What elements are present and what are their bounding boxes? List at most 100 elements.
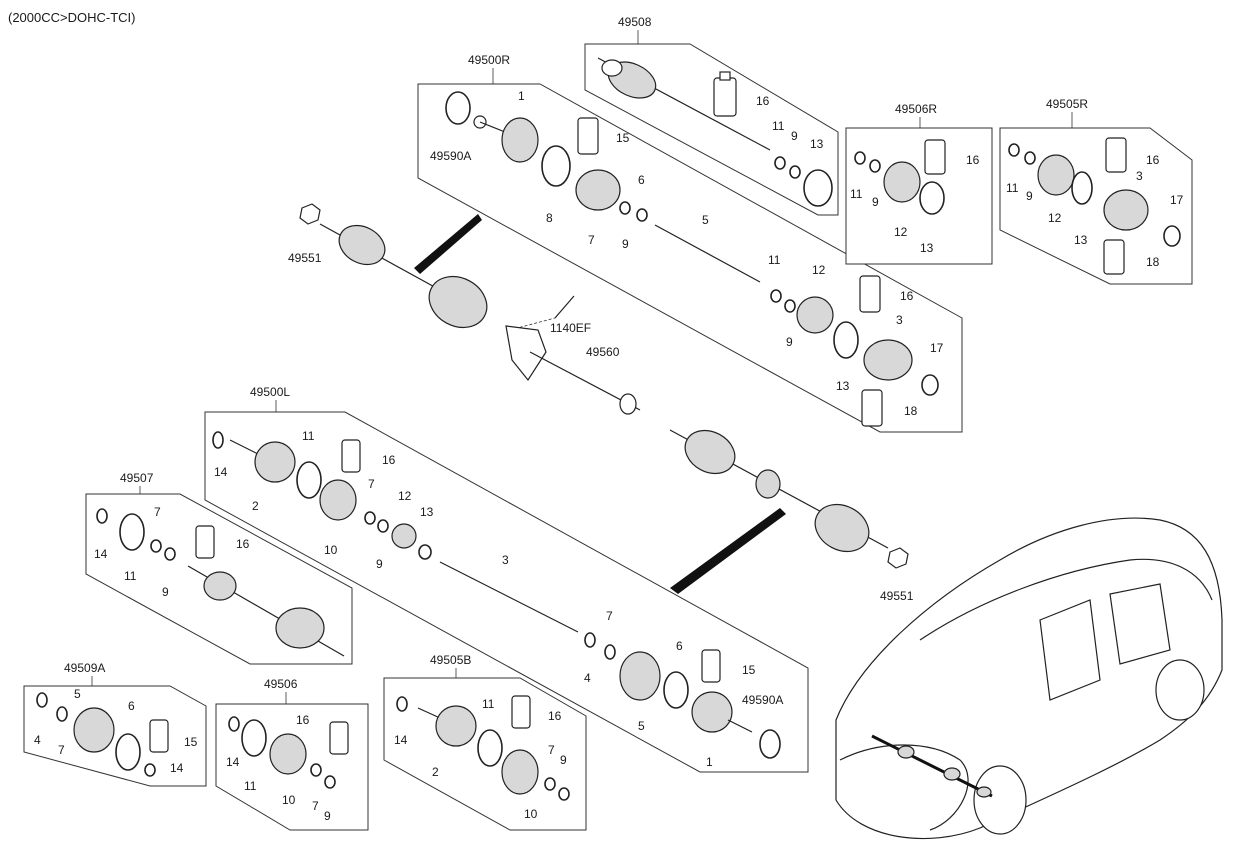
group-label-49506R: 49506R — [895, 102, 937, 116]
callout-5: 5 — [702, 213, 709, 227]
callout-6c: 6 — [128, 699, 135, 713]
callout-10b: 10 — [282, 793, 296, 807]
callout-11d: 11 — [1006, 181, 1019, 195]
callout-11b: 11 — [768, 253, 781, 267]
callout-9h: 9 — [324, 809, 331, 823]
callout-13e: 13 — [420, 505, 434, 519]
callout-1: 1 — [518, 89, 525, 103]
callout-7c: 7 — [606, 609, 613, 623]
group-label-49500R: 49500R — [468, 53, 510, 67]
callout-10: 10 — [324, 543, 338, 557]
callout-3: 3 — [896, 313, 903, 327]
callout-17: 17 — [930, 341, 944, 355]
callout-12: 12 — [812, 263, 826, 277]
callout-13c: 13 — [920, 241, 934, 255]
callout-16e: 16 — [382, 453, 396, 467]
group-label-49505B: 49505B — [430, 653, 471, 667]
group-label-49500L: 49500L — [250, 385, 290, 399]
callout-49590A-top: 49590A — [430, 149, 471, 163]
callout-11f: 11 — [124, 569, 137, 583]
group-label-49509A: 49509A — [64, 661, 105, 675]
callout-49551-left: 49551 — [288, 251, 322, 265]
group-label-49505R: 49505R — [1046, 97, 1088, 111]
callout-13b: 13 — [836, 379, 850, 393]
right-driveshaft-assembly[interactable]: 49551 — [288, 203, 496, 337]
callout-9c: 9 — [786, 335, 793, 349]
callout-9e: 9 — [1026, 189, 1033, 203]
callout-49560: 49560 — [586, 345, 620, 359]
callout-7: 7 — [588, 233, 595, 247]
callout-2b: 2 — [432, 765, 439, 779]
callout-11e: 11 — [302, 429, 315, 443]
callout-16: 16 — [756, 94, 770, 108]
group-49500L[interactable]: 49500L 14 2 11 16 10 7 9 12 13 3 4 7 5 6… — [204, 385, 809, 773]
group-49507[interactable]: 49507 14 11 7 9 16 — [85, 471, 353, 665]
callout-7e: 7 — [58, 743, 65, 757]
callout-15c: 15 — [184, 735, 198, 749]
callout-49590A-bottom: 49590A — [742, 693, 783, 707]
callout-5b: 5 — [638, 719, 645, 733]
callout-14b: 14 — [94, 547, 108, 561]
callout-18: 18 — [904, 404, 918, 418]
callout-11g: 11 — [244, 779, 257, 793]
callout-7g: 7 — [548, 743, 555, 757]
group-49508[interactable]: 49508 16 11 9 13 — [584, 15, 839, 216]
callout-4b: 4 — [34, 733, 41, 747]
callout-6b: 6 — [676, 639, 683, 653]
callout-18b: 18 — [1146, 255, 1160, 269]
callout-16g: 16 — [296, 713, 310, 727]
callout-14: 14 — [214, 465, 228, 479]
group-49506R[interactable]: 49506R 11 9 12 16 13 — [845, 102, 993, 265]
callout-12d: 12 — [398, 489, 412, 503]
callout-3b: 3 — [1136, 169, 1143, 183]
callout-16c: 16 — [966, 153, 980, 167]
callout-9b: 9 — [622, 237, 629, 251]
callout-16d: 16 — [1146, 153, 1160, 167]
callout-12b: 12 — [894, 225, 908, 239]
callout-4: 4 — [584, 671, 591, 685]
group-49509A[interactable]: 49509A 4 7 5 6 15 14 — [23, 661, 207, 787]
group-49500R[interactable]: 49500R 49590A 1 8 15 7 9 6 5 11 9 12 16 … — [417, 53, 963, 433]
callout-5c: 5 — [74, 687, 81, 701]
callout-14c: 14 — [170, 761, 184, 775]
callout-12c: 12 — [1048, 211, 1062, 225]
group-label-49507: 49507 — [120, 471, 154, 485]
callout-1140EF: 1140EF — [550, 321, 591, 335]
callout-2: 2 — [252, 499, 259, 513]
callout-9i: 9 — [560, 753, 567, 767]
callout-15: 15 — [616, 131, 630, 145]
callout-11c: 11 — [850, 187, 863, 201]
callout-16b: 16 — [900, 289, 914, 303]
callout-49551-right: 49551 — [880, 589, 914, 603]
callout-11h: 11 — [482, 697, 495, 711]
group-label-49508: 49508 — [618, 15, 652, 29]
group-49505R[interactable]: 49505R 11 9 12 16 13 3 17 18 — [999, 97, 1193, 285]
callout-3c: 3 — [502, 553, 509, 567]
group-49506[interactable]: 49506 14 11 10 16 7 9 — [215, 677, 369, 831]
callout-16h: 16 — [548, 709, 562, 723]
callout-8: 8 — [546, 211, 553, 225]
callout-14d: 14 — [226, 755, 240, 769]
callout-17b: 17 — [1170, 193, 1184, 207]
callout-1b: 1 — [706, 755, 713, 769]
left-driveshaft-assembly[interactable]: 49551 — [669, 422, 914, 603]
intermediate-shaft-49560[interactable]: 49560 — [505, 325, 641, 415]
engine-note: (2000CC>DOHC-TCI) — [8, 10, 136, 25]
callout-14e: 14 — [394, 733, 408, 747]
callout-9d: 9 — [872, 195, 879, 209]
vehicle-icon — [835, 517, 1223, 840]
callout-7d: 7 — [154, 505, 161, 519]
callout-7b: 7 — [368, 477, 375, 491]
group-label-49506: 49506 — [264, 677, 298, 691]
callout-9: 9 — [791, 129, 798, 143]
callout-11: 11 — [772, 119, 785, 133]
callout-6: 6 — [638, 173, 645, 187]
callout-10c: 10 — [524, 807, 538, 821]
group-49505B[interactable]: 49505B 14 2 11 16 10 7 9 — [383, 653, 587, 831]
callout-9g: 9 — [162, 585, 169, 599]
callout-9f: 9 — [376, 557, 383, 571]
callout-16f: 16 — [236, 537, 250, 551]
callout-13: 13 — [810, 137, 824, 151]
callout-15b: 15 — [742, 663, 756, 677]
